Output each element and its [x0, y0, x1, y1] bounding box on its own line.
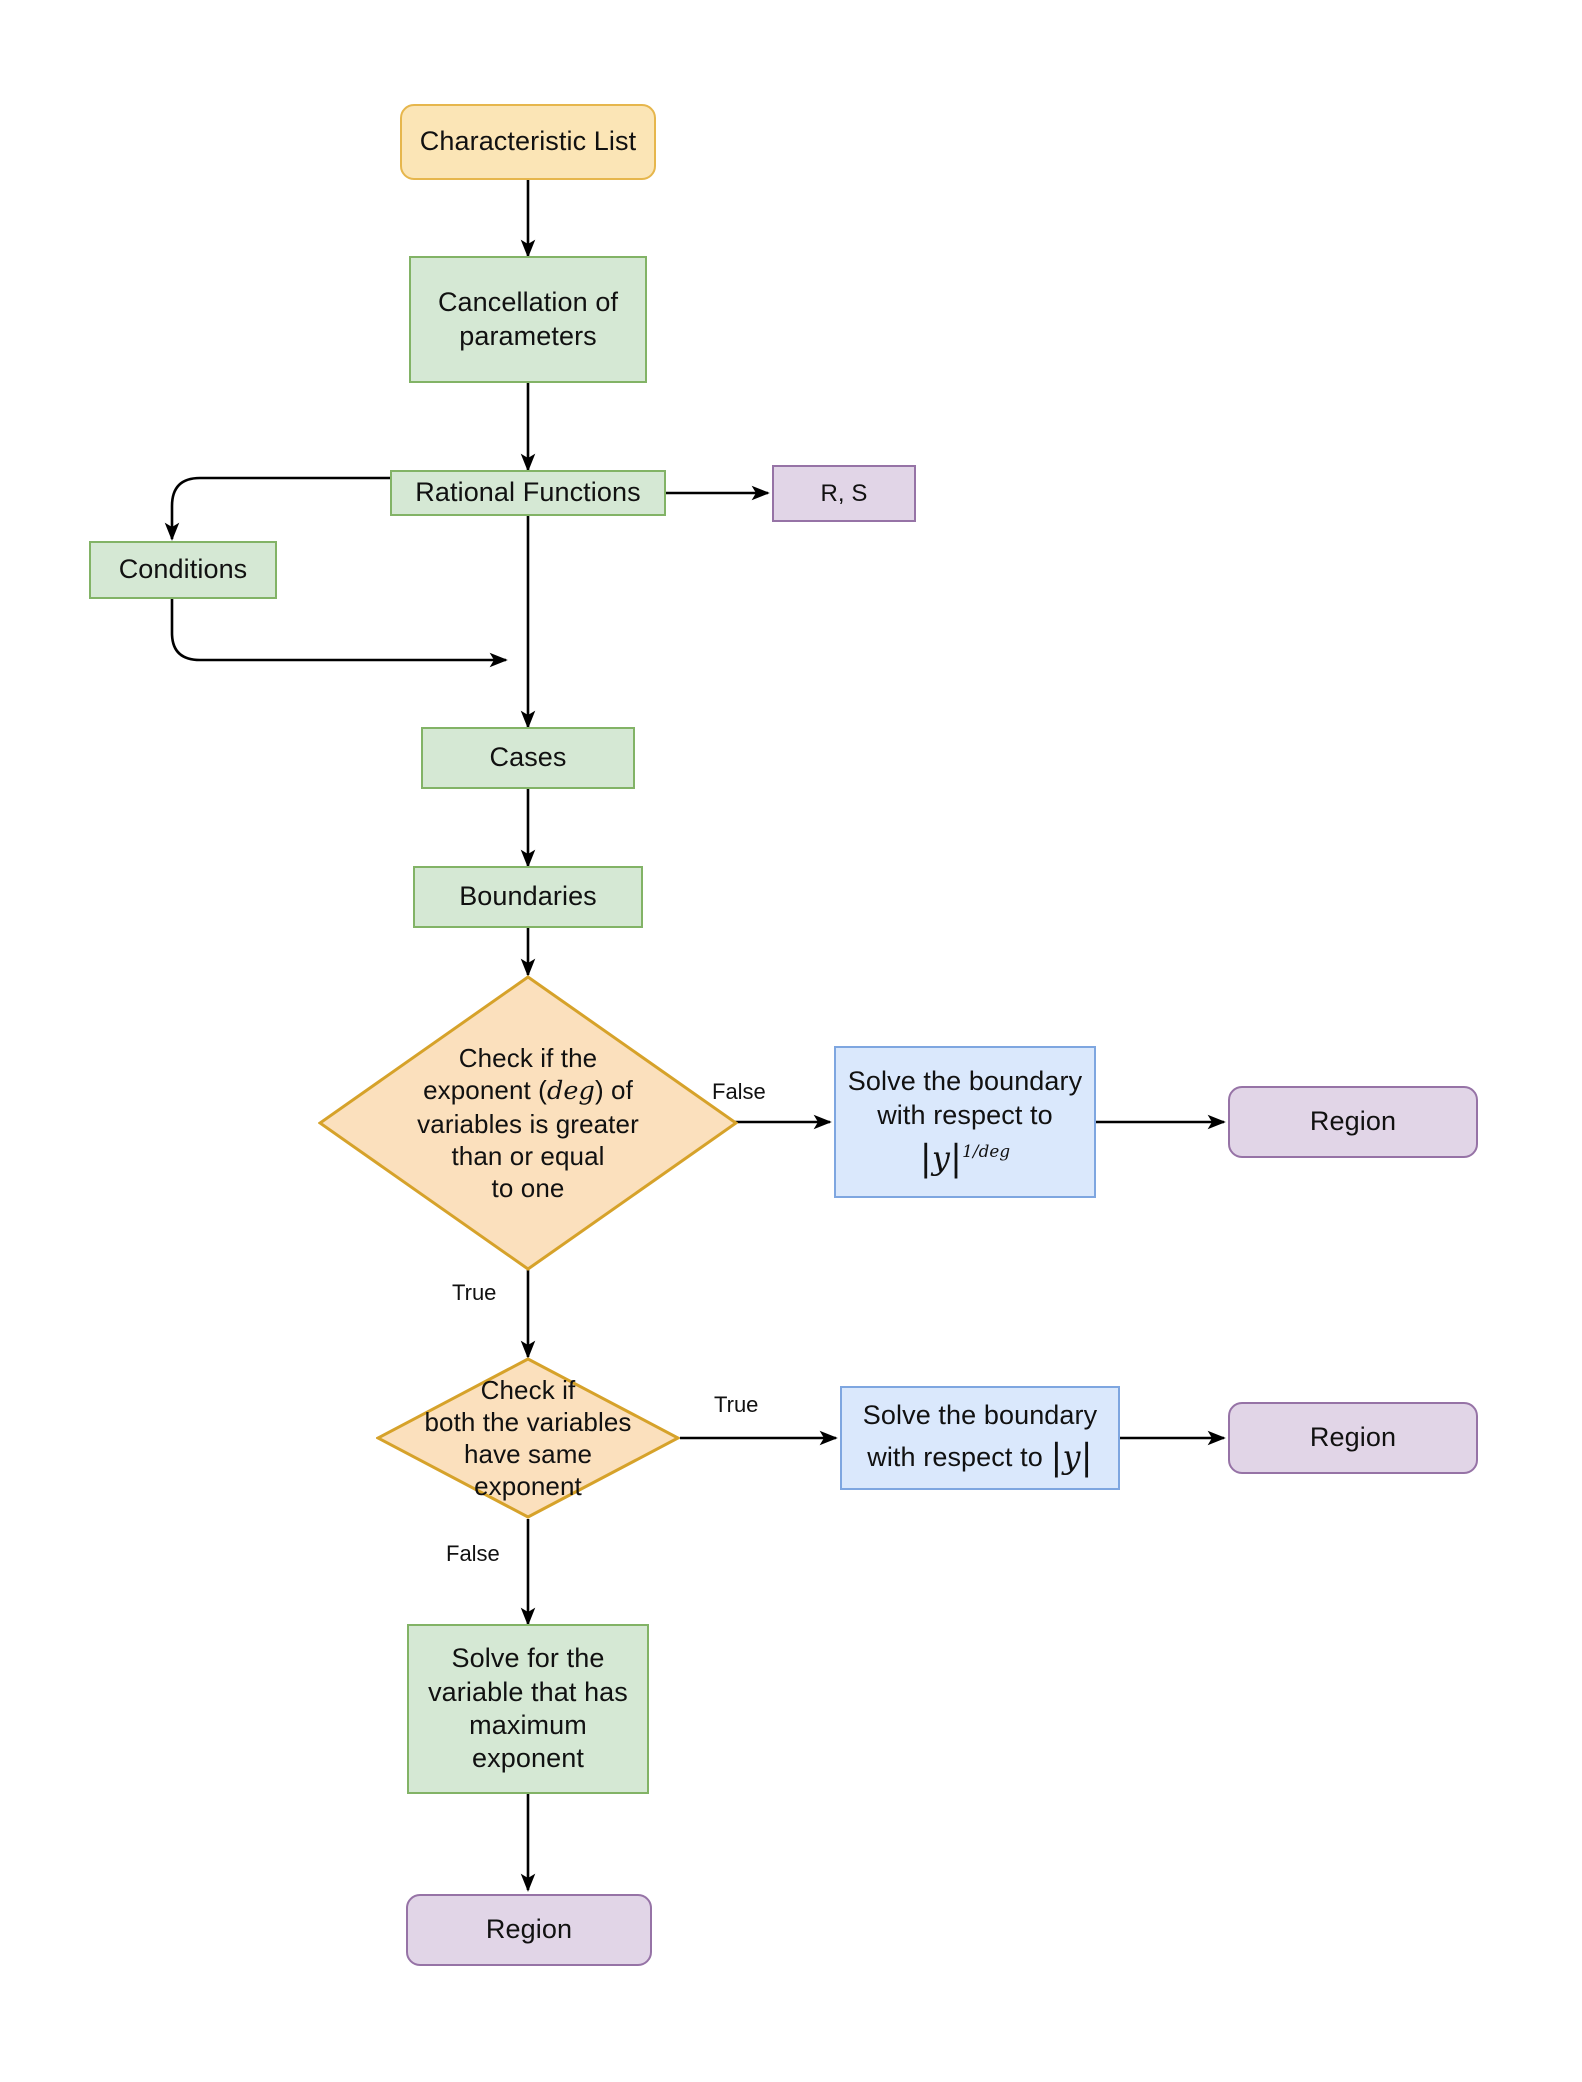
node-check-same-line3: have same	[463, 1439, 593, 1469]
abs-bar-left: |	[1050, 1436, 1063, 1478]
node-check-same-exponent[interactable]: Check if both the variables have same ex…	[376, 1357, 680, 1519]
edge-label-false-check-same: False	[446, 1541, 500, 1566]
node-check-deg-line4: than or equal	[451, 1140, 605, 1171]
node-region-3-label: Region	[485, 1914, 573, 1945]
node-solve-max-line3: maximum	[469, 1710, 587, 1740]
abs-bar-right: |	[949, 1138, 963, 1180]
node-characteristic-list-label: Characteristic List	[419, 126, 637, 157]
node-boundaries[interactable]: Boundaries	[413, 866, 643, 928]
node-solve-y-var: y	[1062, 1437, 1081, 1476]
edge-label-true-check-deg: True	[452, 1280, 497, 1305]
edge-conditions-to-trunk	[170, 599, 508, 668]
node-cancellation-label-line2: parameters	[459, 320, 597, 351]
node-region-1-label: Region	[1309, 1106, 1397, 1137]
node-region-2[interactable]: Region	[1228, 1402, 1478, 1474]
node-cancellation[interactable]: Cancellation of parameters	[409, 256, 647, 383]
abs-bar-right: |	[1080, 1436, 1093, 1478]
node-cancellation-label-line1: Cancellation of	[437, 287, 619, 318]
node-check-same-line2: both the variables	[424, 1406, 632, 1437]
node-solve-y-line2-wrap: with respect to |y|	[850, 1433, 1110, 1478]
node-cases[interactable]: Cases	[421, 727, 635, 789]
node-rational-functions[interactable]: Rational Functions	[390, 470, 666, 516]
node-cases-label: Cases	[489, 742, 567, 773]
node-check-deg[interactable]: Check if the exponent (deg) of variables…	[318, 975, 738, 1271]
node-conditions-label: Conditions	[118, 554, 248, 585]
node-solve-deg-exponent: 1/deg	[962, 1141, 1011, 1162]
node-solve-max-line1: Solve for the	[451, 1643, 605, 1674]
node-check-deg-deg-symbol: deg	[546, 1075, 595, 1106]
node-check-deg-line2-pre: exponent (	[423, 1074, 547, 1105]
node-conditions[interactable]: Conditions	[89, 541, 277, 599]
node-check-deg-line2-post: ) of	[594, 1074, 633, 1105]
node-check-deg-line1: Check if the	[458, 1042, 598, 1073]
node-solve-max-exponent[interactable]: Solve for the variable that has maximum …	[407, 1624, 649, 1794]
node-solve-y-formula: |y|	[1050, 1437, 1092, 1478]
node-solve-y-line2: with respect to	[867, 1441, 1043, 1472]
edge-label-true-check-same: True	[714, 1392, 759, 1417]
abs-bar-left: |	[919, 1138, 932, 1180]
node-rs[interactable]: R, S	[772, 465, 916, 522]
node-solve-y[interactable]: Solve the boundary with respect to |y|	[840, 1386, 1120, 1490]
node-region-2-label: Region	[1309, 1422, 1397, 1453]
edge-label-false-check-deg: False	[712, 1079, 766, 1104]
node-solve-deg-line1: Solve the boundary	[847, 1066, 1083, 1097]
node-rs-label: R, S	[820, 479, 868, 507]
node-solve-deg-line2: with respect to	[877, 1099, 1053, 1130]
node-region-1[interactable]: Region	[1228, 1086, 1478, 1158]
node-solve-y-line1: Solve the boundary	[862, 1400, 1098, 1431]
node-solve-max-line2: variable that has	[428, 1676, 628, 1707]
diamond-shape-check-same-exponent	[376, 1357, 680, 1519]
edge-rational-to-conditions	[164, 476, 390, 541]
node-characteristic-list[interactable]: Characteristic List	[400, 104, 656, 180]
node-check-deg-line2: exponent (deg) of	[326, 1074, 730, 1108]
node-solve-max-line4: exponent	[472, 1743, 584, 1774]
node-rational-functions-label: Rational Functions	[415, 477, 641, 508]
node-solve-deg-formula: |y|1/deg	[844, 1134, 1086, 1180]
diamond-shape-check-deg	[318, 975, 738, 1271]
node-solve-deg-var: y	[931, 1139, 950, 1178]
node-check-deg-line3: variables is greater	[417, 1108, 639, 1139]
node-check-same-line1: Check if	[480, 1374, 576, 1405]
node-boundaries-label: Boundaries	[459, 881, 597, 912]
node-check-same-line4: exponent	[474, 1471, 582, 1502]
node-region-3[interactable]: Region	[406, 1894, 652, 1966]
node-solve-deg[interactable]: Solve the boundary with respect to |y|1/…	[834, 1046, 1096, 1198]
node-check-deg-line5: to one	[491, 1173, 565, 1204]
